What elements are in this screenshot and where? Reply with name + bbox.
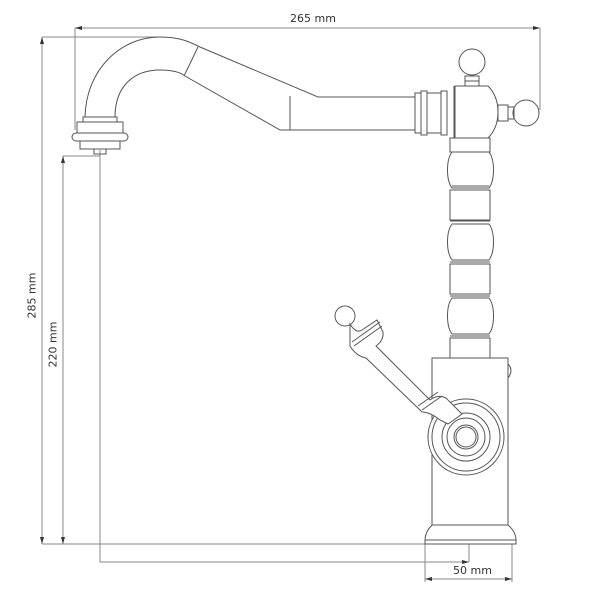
column	[447, 151, 494, 359]
head-block	[449, 48, 540, 153]
lever-handle	[334, 305, 463, 425]
total-height-dimension-label: 285 mm	[25, 272, 39, 319]
width-dimension-label: 265 mm	[290, 12, 336, 25]
spout	[71, 36, 448, 155]
spout-height-dimension-label: 220 mm	[46, 321, 60, 368]
mixer-body	[424, 357, 517, 545]
reach-dimension-label: 50 mm	[453, 564, 492, 577]
dimension-lines	[40, 26, 541, 582]
